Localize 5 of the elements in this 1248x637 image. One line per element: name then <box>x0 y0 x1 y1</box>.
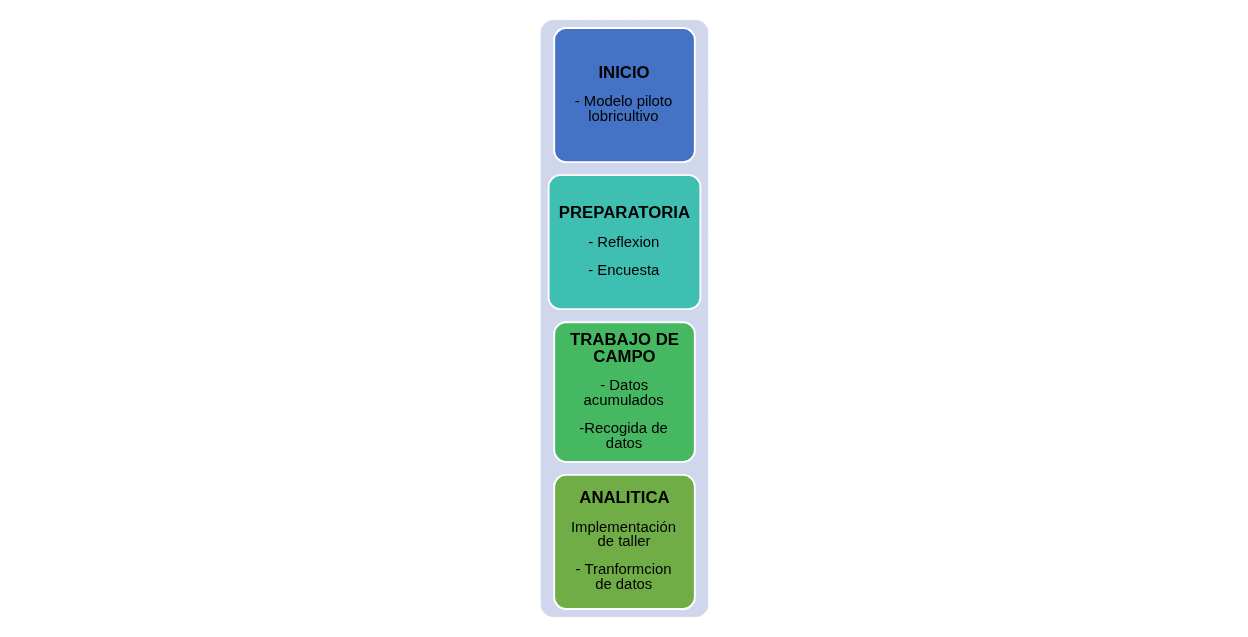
node-box: TRABAJO DE CAMPO - Datos acumulados -Recogida de datos <box>552 321 696 463</box>
node-box: PREPARATORIA - Reflexion - Encuesta <box>547 174 701 311</box>
node-box: ANALITICA Implementación de taller - Tranformcion de datos <box>552 474 696 610</box>
node-box: INICIO - Modelo piloto lobricultivo <box>552 27 696 163</box>
cluster <box>540 20 708 617</box>
